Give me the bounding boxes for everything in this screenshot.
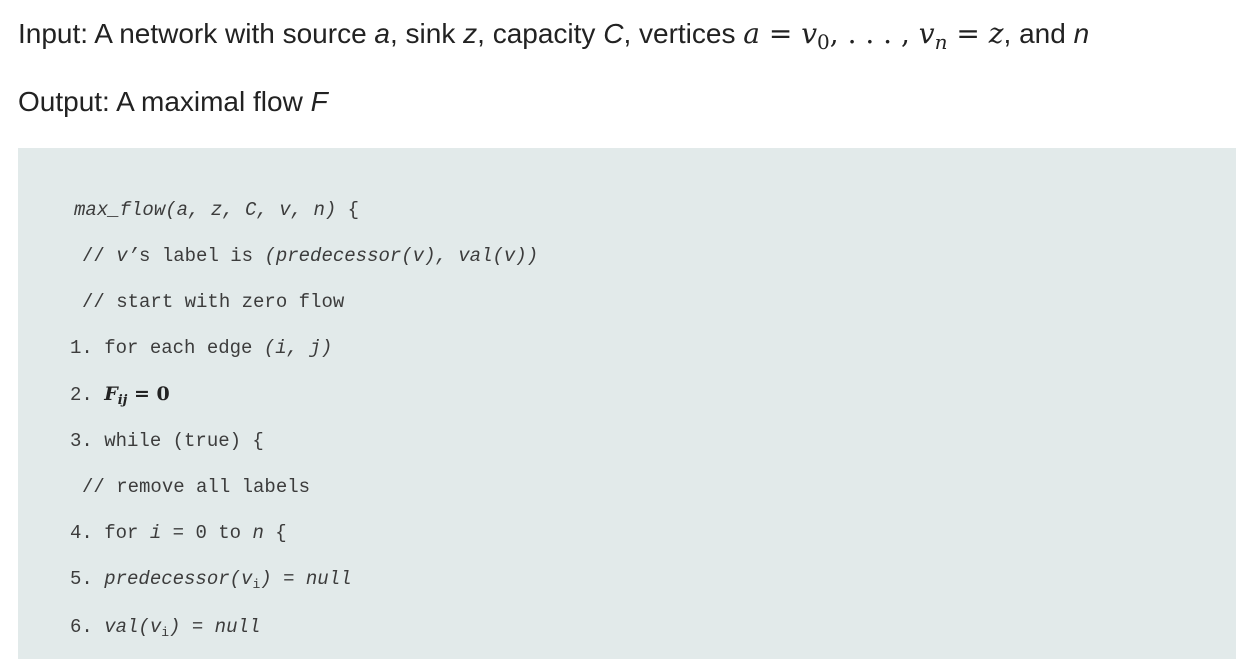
math-v0: v — [801, 17, 818, 50]
math-a: a — [743, 17, 760, 50]
code-line-5: 5. predecessor(vi) = null — [70, 567, 352, 591]
code-line-comment-remove: // remove all labels — [82, 476, 311, 498]
vertices-math: a = v0, . . . , vn = z — [743, 17, 1004, 52]
input-text-a: A network with source — [94, 18, 367, 49]
val-equals: = — [180, 616, 215, 638]
loop-range: = 0 to — [161, 522, 253, 544]
sink-var: z — [463, 18, 478, 49]
equals-zero: = 0 — [127, 383, 170, 405]
val-close: ) — [169, 616, 181, 638]
loop-var-i: i — [149, 522, 162, 544]
comment-mid: s label is — [139, 245, 265, 267]
input-text-c: , capacity — [477, 18, 596, 49]
input-label: Input: — [18, 18, 89, 49]
line-number-4: 4. — [70, 522, 105, 544]
code-line-1: 1. for each edge (i, j) — [70, 336, 332, 360]
predecessor-call: predecessor(v — [104, 568, 253, 590]
val-call: val(v — [104, 616, 162, 638]
math-eq2: = — [947, 17, 989, 50]
predecessor-equals: = — [271, 568, 306, 590]
line-number-2: 2. — [70, 384, 105, 406]
math-dots: , . . . , — [829, 17, 919, 50]
input-line: Input: A network with source a, sink z, … — [18, 16, 1089, 52]
val-null: null — [214, 616, 261, 638]
line-number-1: 1. — [70, 337, 105, 359]
code-block: max_flow(a, z, C, v, n) { // v’s label i… — [18, 148, 1236, 659]
capacity-var: C — [603, 18, 624, 49]
edge-ij: (i, j) — [263, 337, 333, 359]
math-vn-sub: n — [934, 30, 948, 54]
function-signature: max_flow(a, z, C, v, n) — [74, 199, 337, 221]
math-vn: v — [918, 17, 935, 50]
loop-brace: { — [263, 522, 287, 544]
code-line-2: 2. Fij = 0 — [70, 382, 170, 407]
source-var: a — [374, 18, 390, 49]
input-text-d: , vertices — [623, 18, 736, 49]
math-eq1: = — [759, 17, 802, 50]
predecessor-subscript: i — [252, 577, 261, 592]
output-line: Output: A maximal flow F — [18, 84, 328, 120]
code-line-comment-zero-flow: // start with zero flow — [82, 291, 345, 313]
math-z: z — [988, 17, 1004, 50]
input-text-e: , and — [1003, 18, 1066, 49]
loop-var-n: n — [252, 522, 264, 544]
open-brace: { — [336, 199, 360, 221]
code-line-3: 3. while (true) { — [70, 430, 264, 452]
comment-v: v’ — [116, 245, 140, 267]
n-var: n — [1073, 18, 1090, 49]
flow-subscript-ij: ij — [117, 393, 128, 408]
output-text: A maximal flow — [116, 86, 303, 117]
line-number-6: 6. — [70, 616, 105, 638]
output-label: Output: — [18, 86, 110, 117]
input-text-b: , sink — [390, 18, 456, 49]
comment-tuple: (predecessor(v), val(v)) — [264, 245, 539, 267]
line-number-5: 5. — [70, 568, 105, 590]
flow-var: F — [310, 86, 328, 117]
comment-slashes: // — [82, 245, 117, 267]
for-each-edge: for each edge — [104, 337, 264, 359]
predecessor-null: null — [305, 568, 352, 590]
val-subscript: i — [161, 625, 170, 640]
flow-F: F — [104, 383, 118, 405]
for-keyword: for — [104, 522, 150, 544]
code-line-signature: max_flow(a, z, C, v, n) { — [74, 198, 359, 222]
predecessor-close: ) — [260, 568, 272, 590]
code-line-4: 4. for i = 0 to n { — [70, 521, 287, 545]
math-v0-sub: 0 — [817, 30, 830, 54]
code-line-comment-label: // v’s label is (predecessor(v), val(v)) — [82, 244, 538, 268]
code-line-6: 6. val(vi) = null — [70, 615, 260, 639]
